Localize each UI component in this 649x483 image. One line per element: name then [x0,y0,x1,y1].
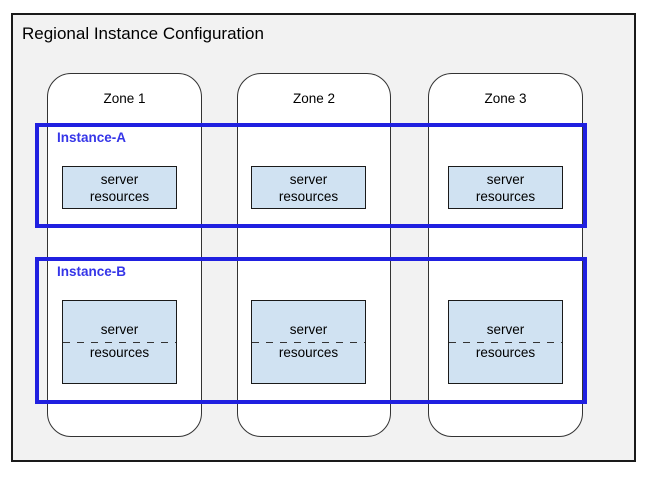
server-resources-line1: server [486,322,525,337]
server-resources-line2: resources [475,188,536,204]
dashed-divider [252,342,365,343]
server-resources-line1: server [100,171,139,187]
server-resources-line2: resources [89,345,150,360]
server-resources-line1: server [289,171,328,187]
server-resources-line2: resources [89,188,150,204]
server-resources-box-a1: server resources [62,166,177,209]
instance-b-boundary [35,257,587,404]
dashed-divider [449,342,562,343]
zone-1-label: Zone 1 [103,91,146,106]
instance-a-label: Instance-A [57,130,127,145]
server-resources-line2: resources [278,188,339,204]
page-title: Regional Instance Configuration [22,24,264,43]
server-resources-line1: server [486,171,525,187]
zone-3-label: Zone 3 [484,91,527,106]
server-resources-line1: server [100,322,139,337]
zone-2-label: Zone 2 [292,91,336,106]
server-resources-box-b2: server resources [251,300,366,384]
server-resources-line2: resources [278,345,339,360]
server-resources-box-b1: server resources [62,300,177,384]
server-resources-box-a2: server resources [251,166,366,209]
server-resources-line2: resources [475,345,536,360]
server-resources-box-b3: server resources [448,300,563,384]
server-resources-box-a3: server resources [448,166,563,209]
instance-a-boundary [35,123,587,228]
instance-b-label: Instance-B [57,264,127,279]
server-resources-line1: server [289,322,328,337]
dashed-divider [63,342,176,343]
